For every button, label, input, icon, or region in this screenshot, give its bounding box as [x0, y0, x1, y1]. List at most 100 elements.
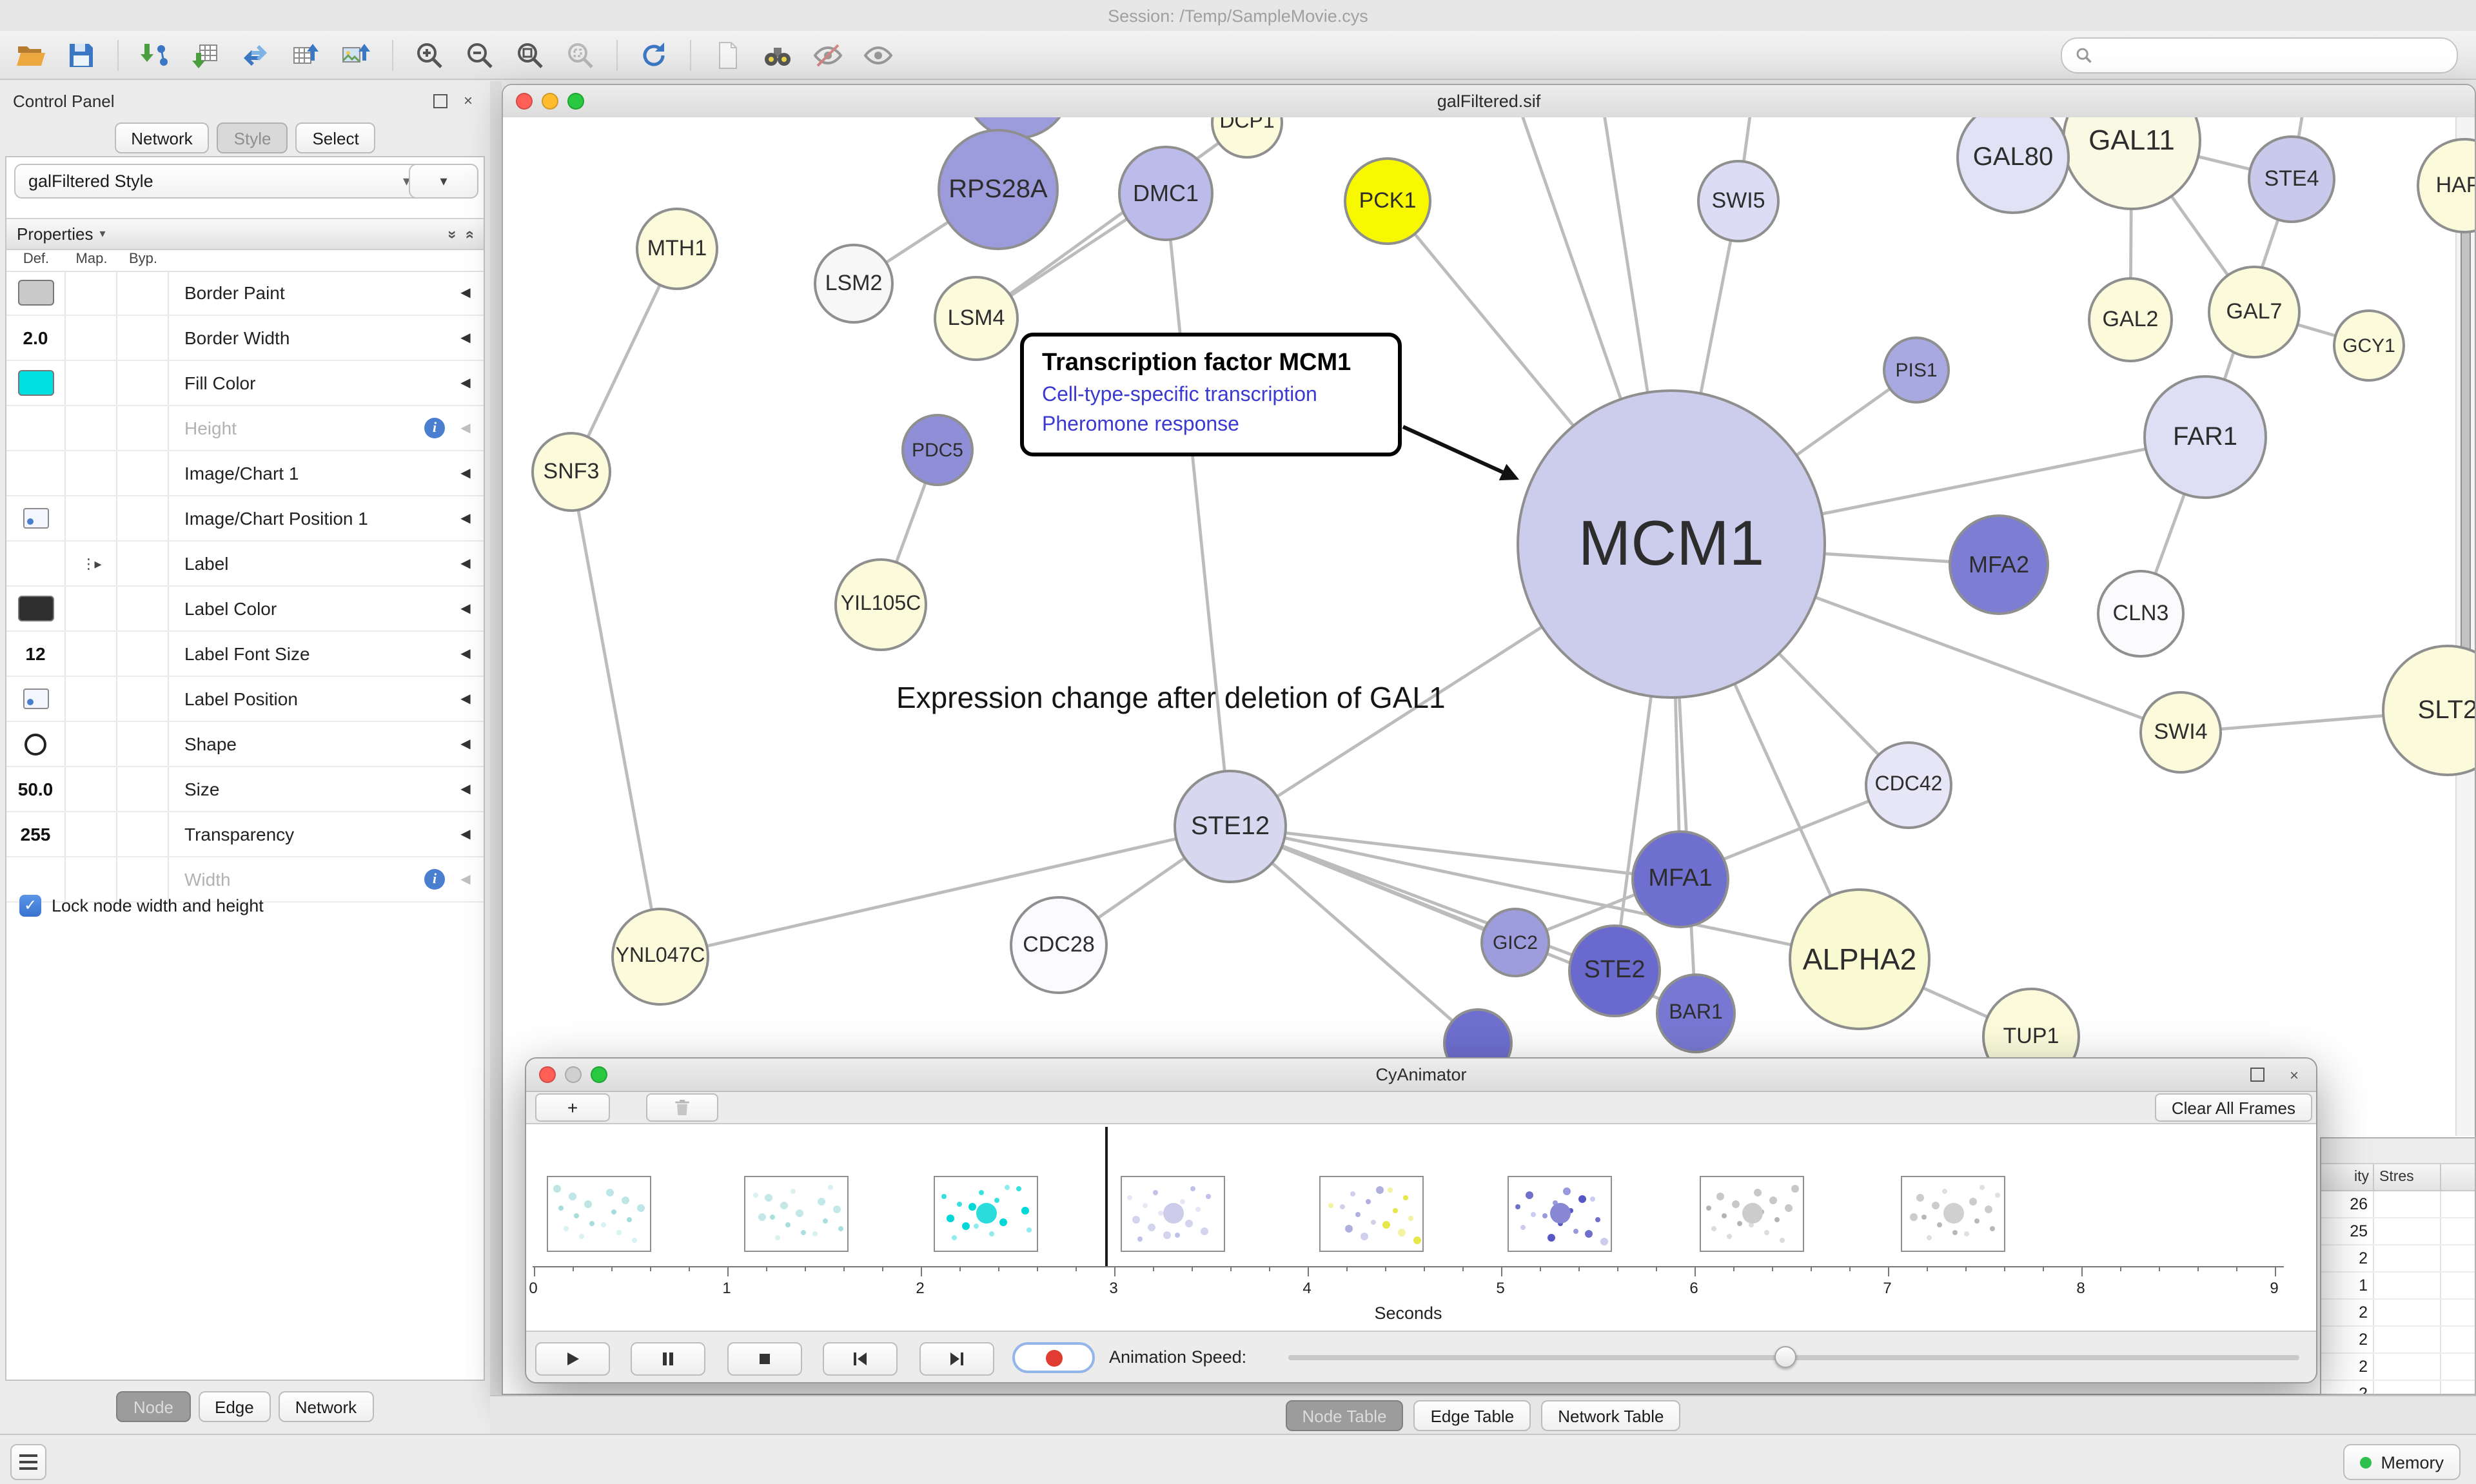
expand-arrow-icon[interactable]: ◀ — [460, 872, 471, 886]
table-row[interactable]: 25 — [2321, 1218, 2475, 1245]
network-node-gic2[interactable]: GIC2 — [1480, 908, 1550, 977]
network-node-gcy1[interactable]: GCY1 — [2333, 309, 2405, 382]
network-node-cdc28[interactable]: CDC28 — [1010, 896, 1108, 994]
network-node-rps28a[interactable]: RPS28A — [938, 129, 1059, 250]
property-row-image-chart-1[interactable]: Image/Chart 1◀ — [6, 451, 484, 496]
network-node-pck1[interactable]: PCK1 — [1344, 157, 1431, 245]
network-node-lsm2[interactable]: LSM2 — [814, 244, 894, 324]
property-row-shape[interactable]: Shape◀ — [6, 722, 484, 767]
tab-edge-table[interactable]: Edge Table — [1413, 1400, 1531, 1431]
network-node-bar1[interactable]: BAR1 — [1656, 973, 1736, 1053]
expand-arrow-icon[interactable]: ◀ — [460, 511, 471, 525]
network-node-gal2[interactable]: GAL2 — [2088, 277, 2173, 362]
network-arrows-icon[interactable] — [237, 37, 273, 73]
tab-network[interactable]: Network — [278, 1391, 374, 1422]
network-node-pis1[interactable]: PIS1 — [1883, 337, 1950, 404]
expand-arrow-icon[interactable]: ◀ — [460, 286, 471, 300]
search-box[interactable] — [2061, 37, 2458, 73]
minimize-window-icon[interactable] — [565, 1066, 582, 1083]
hide-selected-icon[interactable] — [810, 37, 846, 73]
tab-node-table[interactable]: Node Table — [1285, 1400, 1404, 1431]
expand-arrow-icon[interactable]: ◀ — [460, 647, 471, 661]
network-node-ste2[interactable]: STE2 — [1568, 924, 1661, 1017]
annotation-box[interactable]: Transcription factor MCM1 Cell-type-spec… — [1020, 333, 1402, 456]
color-swatch[interactable] — [17, 596, 54, 621]
frame-thumbnail-7[interactable] — [1700, 1176, 1804, 1252]
expand-arrow-icon[interactable]: ◀ — [460, 421, 471, 435]
color-swatch[interactable] — [17, 370, 54, 396]
network-window-titlebar[interactable]: galFiltered.sif — [503, 85, 2475, 119]
property-row-label[interactable]: ⋮▸Label◀ — [6, 542, 484, 587]
play-button[interactable] — [535, 1342, 610, 1376]
zoom-in-icon[interactable] — [411, 37, 447, 73]
export-table-icon[interactable] — [288, 37, 324, 73]
record-button[interactable] — [1012, 1342, 1095, 1373]
clear-all-frames-button[interactable]: Clear All Frames — [2154, 1093, 2312, 1122]
network-node-gal80[interactable]: GAL80 — [1956, 117, 2070, 214]
last-frame-button[interactable] — [919, 1342, 994, 1376]
expand-arrow-icon[interactable]: ◀ — [460, 376, 471, 390]
panel-splitter[interactable] — [490, 81, 502, 1434]
table-row[interactable]: 26 — [2321, 1191, 2475, 1218]
network-node-dcp1[interactable]: DCP1 — [1211, 117, 1283, 159]
frame-thumbnail-1[interactable] — [547, 1176, 651, 1252]
animation-speed-slider[interactable] — [1288, 1346, 2299, 1368]
save-session-icon[interactable] — [63, 37, 99, 73]
close-window-icon[interactable] — [539, 1066, 556, 1083]
annotation-link[interactable]: Pheromone response — [1042, 414, 1239, 436]
network-node-mfa1[interactable]: MFA1 — [1631, 830, 1729, 928]
search-input[interactable] — [2101, 44, 2444, 66]
expand-arrow-icon[interactable]: ◀ — [460, 782, 471, 796]
tab-style[interactable]: Style — [217, 122, 288, 153]
export-image-icon[interactable] — [338, 37, 374, 73]
pause-button[interactable] — [631, 1342, 705, 1376]
float-window-icon[interactable] — [2248, 1066, 2266, 1084]
network-node-cln3[interactable]: CLN3 — [2097, 570, 2185, 658]
frame-thumbnail-4[interactable] — [1121, 1176, 1225, 1252]
import-network-icon[interactable] — [137, 37, 173, 73]
tab-select[interactable]: Select — [295, 122, 376, 153]
expand-arrow-icon[interactable]: ◀ — [460, 331, 471, 345]
expand-arrow-icon[interactable]: ◀ — [460, 827, 471, 841]
network-node-cdc42[interactable]: CDC42 — [1865, 741, 1952, 829]
table-row[interactable]: 2 — [2321, 1245, 2475, 1273]
network-node-yil105c[interactable]: YIL105C — [834, 558, 927, 651]
network-node-lsm4[interactable]: LSM4 — [934, 276, 1019, 361]
collapse-all-icon[interactable]: » — [460, 229, 478, 239]
network-node-swi5[interactable]: SWI5 — [1697, 160, 1780, 242]
tab-edge[interactable]: Edge — [198, 1391, 271, 1422]
add-frame-button[interactable]: + — [535, 1093, 610, 1122]
style-options-button[interactable]: ▾ — [409, 164, 478, 199]
property-row-label-color[interactable]: Label Color◀ — [6, 587, 484, 632]
network-node-alpha2[interactable]: ALPHA2 — [1789, 888, 1931, 1030]
network-node-snf3[interactable]: SNF3 — [531, 432, 611, 512]
network-node-far1[interactable]: FAR1 — [2143, 375, 2267, 499]
network-node-ste4[interactable]: STE4 — [2248, 135, 2335, 223]
close-panel-icon[interactable]: × — [463, 92, 473, 110]
cyanimator-titlebar[interactable]: CyAnimator × — [526, 1059, 2316, 1092]
frame-thumbnail-8[interactable] — [1901, 1176, 2005, 1252]
frame-thumbnail-5[interactable] — [1319, 1176, 1424, 1252]
show-all-icon[interactable] — [860, 37, 896, 73]
network-node-ynl047c[interactable]: YNL047C — [611, 908, 709, 1006]
table-row[interactable]: 2 — [2321, 1300, 2475, 1327]
slider-thumb[interactable] — [1774, 1346, 1796, 1368]
property-row-image-chart-position-1[interactable]: Image/Chart Position 1◀ — [6, 496, 484, 542]
apply-layout-icon[interactable] — [636, 37, 672, 73]
close-window-icon[interactable] — [516, 93, 533, 110]
duplicate-network-icon[interactable] — [709, 37, 745, 73]
memory-button[interactable]: Memory — [2343, 1444, 2461, 1480]
property-row-fill-color[interactable]: Fill Color◀ — [6, 361, 484, 406]
zoom-selected-icon[interactable] — [562, 37, 598, 73]
zoom-window-icon[interactable] — [591, 1066, 607, 1083]
expand-arrow-icon[interactable]: ◀ — [460, 601, 471, 616]
import-table-icon[interactable] — [187, 37, 223, 73]
network-node-mfa2[interactable]: MFA2 — [1949, 514, 2049, 615]
expand-arrow-icon[interactable]: ◀ — [460, 692, 471, 706]
network-scrollbar[interactable] — [2455, 117, 2475, 1136]
